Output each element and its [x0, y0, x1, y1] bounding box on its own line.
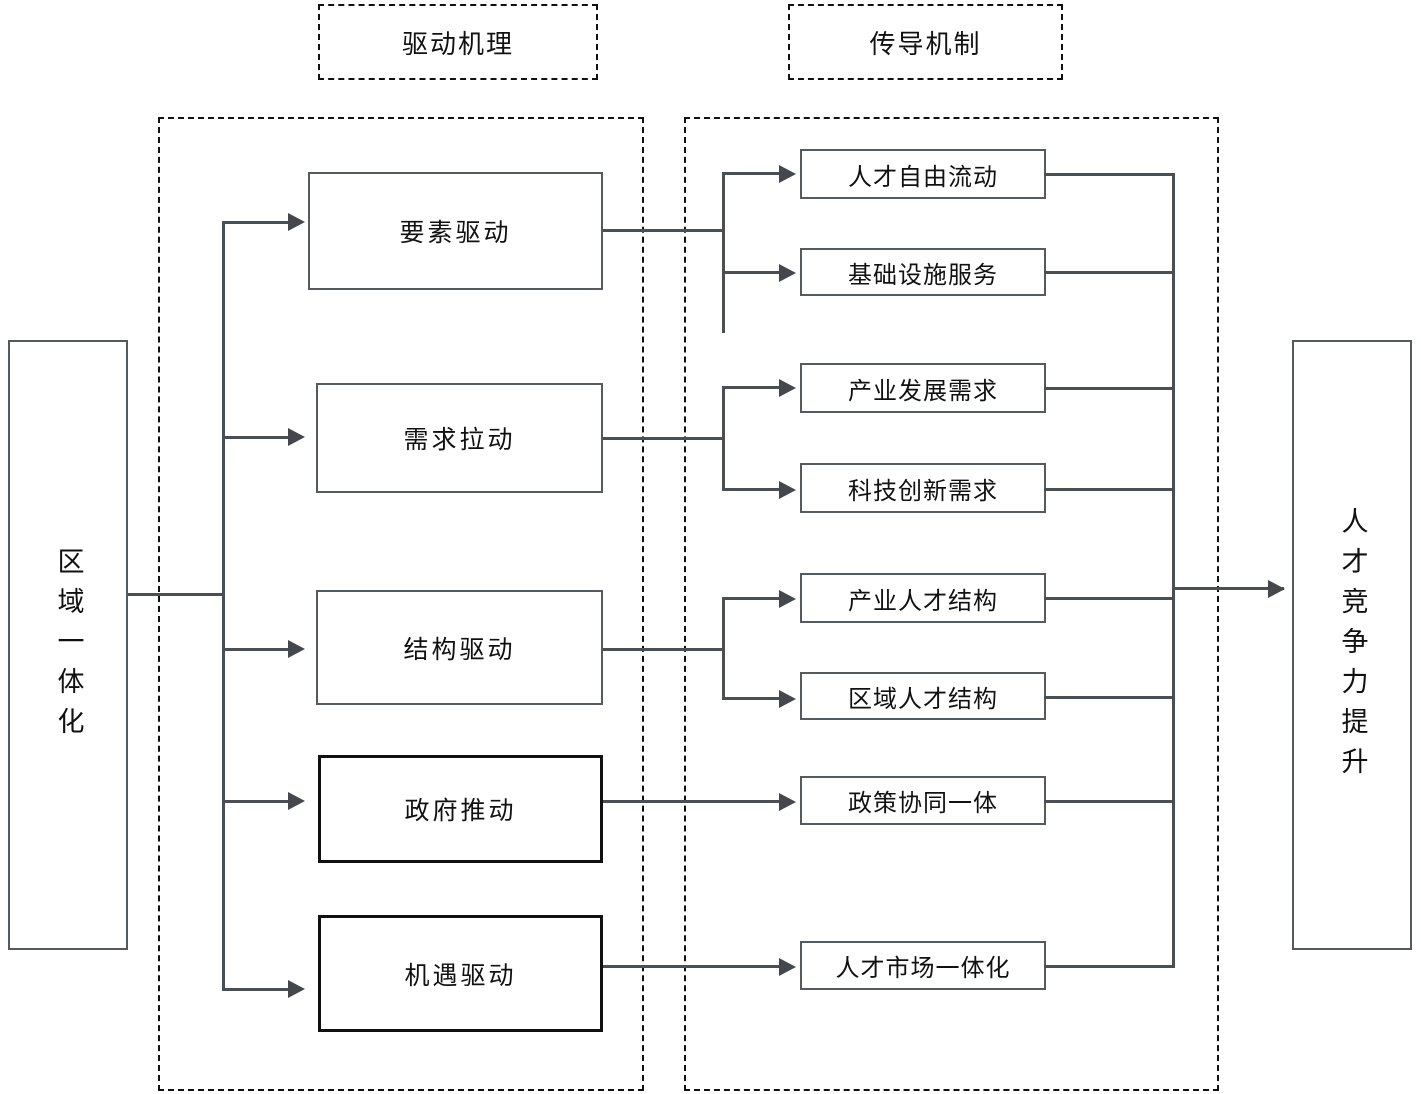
connector-demand-pull-split	[722, 387, 725, 491]
channel-node-infrastructure-service-label: 基础设施服务	[848, 262, 998, 289]
connector-factor-driven-split	[722, 173, 725, 333]
connector-to-factor-driven	[222, 221, 290, 224]
channel-node-tech-innovation-need-label: 科技创新需求	[848, 478, 998, 505]
channel-node-talent-market-integration-label: 人才市场一体化	[835, 956, 1011, 982]
group-container-transmission	[684, 117, 1219, 1091]
connector-government-to-policy-coordination	[603, 800, 783, 803]
channel-node-regional-talent-structure-label: 区域人才结构	[848, 686, 998, 713]
channel-node-talent-market-integration: 人才市场一体化	[800, 941, 1046, 990]
source-node-label: 区域一体化	[53, 547, 84, 747]
header-driving-mechanism: 驱动机理	[318, 4, 598, 80]
driver-node-factor-driven: 要素驱动	[308, 172, 603, 290]
connector-to-demand-pull	[222, 436, 290, 439]
arrow-to-outcome	[1268, 580, 1285, 598]
source-trunk-spine	[222, 222, 225, 990]
connector-demand-to-tech-innovation-need	[722, 488, 782, 491]
connector-factor-to-infrastructure-service	[722, 271, 782, 274]
arrow-to-opportunity-driven	[288, 980, 305, 998]
arrow-to-talent-market-integration	[779, 958, 796, 976]
arrow-to-factor-driven	[288, 213, 305, 231]
collector-spine	[1172, 173, 1175, 966]
arrow-to-government-push	[288, 792, 305, 810]
arrow-to-demand-pull	[288, 428, 305, 446]
arrow-to-industry-talent-structure	[779, 590, 796, 608]
collector-line-industry-development-need	[1044, 387, 1175, 390]
connector-structure-to-industry-talent-structure	[722, 597, 782, 600]
connector-structure-driven-stem	[603, 648, 725, 651]
header-transmission-mechanism-label: 传导机制	[869, 29, 982, 59]
arrow-to-policy-coordination	[779, 793, 796, 811]
driver-node-government-push-label: 政府推动	[404, 798, 517, 825]
connector-to-government-push	[222, 800, 290, 803]
channel-node-regional-talent-structure: 区域人才结构	[800, 672, 1046, 720]
driver-node-opportunity-driven: 机遇驱动	[318, 915, 603, 1032]
connector-to-opportunity-driven	[222, 988, 290, 991]
arrow-to-tech-innovation-need	[779, 481, 796, 499]
connector-structure-driven-split	[722, 598, 725, 700]
collector-line-policy-coordination	[1044, 800, 1175, 803]
source-node-regional-integration: 区域一体化	[8, 340, 128, 950]
connector-to-structure-driven	[222, 648, 290, 651]
connector-demand-to-industry-development-need	[722, 386, 782, 389]
connector-to-outcome	[1172, 587, 1284, 590]
channel-node-tech-innovation-need: 科技创新需求	[800, 463, 1046, 513]
channel-node-policy-coordination: 政策协同一体	[800, 776, 1046, 825]
channel-node-talent-free-flow: 人才自由流动	[800, 149, 1046, 199]
channel-node-infrastructure-service: 基础设施服务	[800, 248, 1046, 296]
collector-line-talent-market-integration	[1044, 965, 1175, 968]
arrow-to-infrastructure-service	[779, 264, 796, 282]
channel-node-talent-free-flow-label: 人才自由流动	[848, 164, 998, 191]
channel-node-industry-development-need-label: 产业发展需求	[848, 378, 998, 405]
connector-opportunity-to-talent-market-integration	[603, 965, 783, 968]
collector-line-regional-talent-structure	[1044, 696, 1175, 699]
driver-node-structure-driven-label: 结构驱动	[403, 636, 516, 664]
driver-node-factor-driven-label: 要素驱动	[399, 220, 512, 247]
connector-factor-driven-stem	[603, 229, 725, 232]
channel-node-industry-talent-structure-label: 产业人才结构	[848, 588, 998, 615]
outcome-node-label: 人才竞争力提升	[1337, 507, 1368, 787]
group-container-driving	[158, 117, 644, 1091]
arrow-to-industry-development-need	[779, 379, 796, 397]
channel-node-industry-talent-structure: 产业人才结构	[800, 573, 1046, 623]
driver-node-opportunity-driven-label: 机遇驱动	[404, 962, 517, 990]
connector-structure-to-regional-talent-structure	[722, 697, 782, 700]
driver-node-government-push: 政府推动	[318, 755, 603, 863]
channel-node-industry-development-need: 产业发展需求	[800, 363, 1046, 413]
driver-node-demand-pull: 需求拉动	[316, 383, 603, 493]
header-transmission-mechanism: 传导机制	[788, 4, 1063, 80]
channel-node-policy-coordination-label: 政策协同一体	[848, 791, 998, 817]
collector-line-talent-free-flow	[1044, 173, 1175, 176]
collector-line-infrastructure-service	[1044, 271, 1175, 274]
arrow-to-talent-free-flow	[779, 165, 796, 183]
header-driving-mechanism-label: 驱动机理	[401, 29, 514, 59]
collector-line-industry-talent-structure	[1044, 597, 1175, 600]
driver-node-demand-pull-label: 需求拉动	[403, 427, 516, 454]
arrow-to-structure-driven	[288, 640, 305, 658]
connector-factor-to-talent-free-flow	[722, 172, 782, 175]
arrow-to-regional-talent-structure	[779, 690, 796, 708]
connector-demand-pull-stem	[603, 437, 725, 440]
source-trunk-horizontal	[128, 593, 225, 596]
outcome-node-talent-competitiveness: 人才竞争力提升	[1292, 340, 1412, 950]
driver-node-structure-driven: 结构驱动	[316, 590, 603, 705]
collector-line-tech-innovation-need	[1044, 488, 1175, 491]
